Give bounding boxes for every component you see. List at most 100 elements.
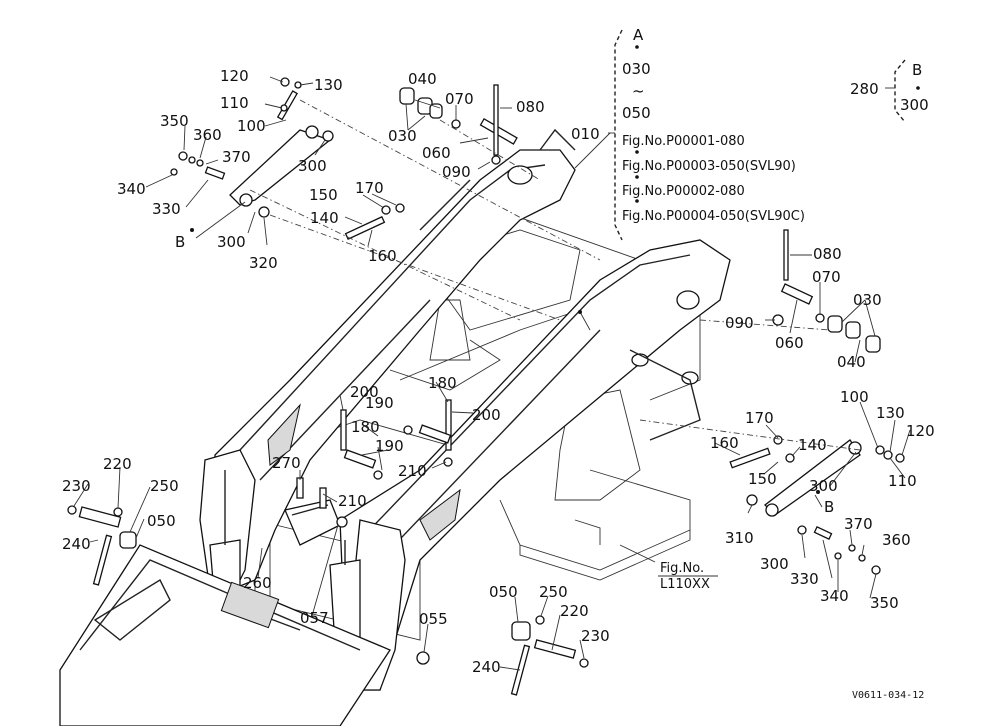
callout: 370 — [844, 515, 873, 533]
callout: 130 — [314, 76, 343, 94]
drawing-code: V0611-034-12 — [852, 690, 924, 701]
callout: 090 — [442, 163, 471, 181]
b-marker-dot-left — [190, 228, 194, 232]
callout: 057 — [300, 609, 329, 627]
callout: 190 — [365, 394, 394, 412]
callout: 160 — [710, 434, 739, 452]
callout: 050 — [147, 512, 176, 530]
hardware-center — [336, 399, 453, 528]
callout: 100 — [237, 117, 266, 135]
callout: 340 — [820, 587, 849, 605]
legend-a-range-sep: ~ — [632, 82, 645, 100]
callout: 200 — [350, 383, 379, 401]
callout: 130 — [876, 404, 905, 422]
legend-b-value: 300 — [900, 96, 929, 114]
callout: 110 — [888, 472, 917, 490]
callout: 180 — [428, 374, 457, 392]
callout: 055 — [419, 610, 448, 628]
b-marker-dot-right — [816, 490, 820, 494]
callout: 240 — [62, 535, 91, 553]
callout: 350 — [160, 112, 189, 130]
callout: 250 — [539, 583, 568, 601]
callout: 080 — [813, 245, 842, 263]
callout: 230 — [581, 627, 610, 645]
callout: 260 — [243, 574, 272, 592]
callout: 120 — [220, 67, 249, 85]
callout: 330 — [790, 570, 819, 588]
fig-ref: Fig.No. L110XX — [658, 561, 718, 592]
legend-b: 280 B 300 — [850, 61, 929, 114]
callout: 200 — [472, 406, 501, 424]
callout: 340 — [117, 180, 146, 198]
callout: 360 — [193, 126, 222, 144]
legend-a-range-start: 030 — [622, 60, 651, 78]
callout: 270 — [272, 454, 301, 472]
legend-a-bracket — [608, 29, 639, 241]
legend-a-range-end: 050 — [622, 104, 651, 122]
callout: 040 — [408, 70, 437, 88]
leader-lines — [73, 76, 911, 671]
callout: 210 — [338, 492, 367, 510]
callout: 170 — [355, 179, 384, 197]
callout: 320 — [249, 254, 278, 272]
callout: 010 — [571, 125, 600, 143]
hardware-right — [639, 229, 905, 575]
callout: 060 — [775, 334, 804, 352]
callout: 250 — [150, 477, 179, 495]
callout: 180 — [351, 418, 380, 436]
fig-ref-line1: Fig.No. — [660, 561, 704, 576]
callout: 310 — [725, 529, 754, 547]
callout: 230 — [62, 477, 91, 495]
callout: 080 — [516, 98, 545, 116]
callout: 050 — [489, 583, 518, 601]
legend-a: A 030 ~ 050 Fig.No.P00001-080 Fig.No.P00… — [622, 26, 805, 224]
callout: B — [824, 498, 834, 516]
callout: 140 — [310, 209, 339, 227]
callout: 240 — [472, 658, 501, 676]
callout: 030 — [388, 127, 417, 145]
legend-b-title: B — [912, 61, 922, 79]
callout: 070 — [445, 90, 474, 108]
fig-ref-line2: L110XX — [660, 577, 710, 592]
callout: 190 — [375, 437, 404, 455]
callout: 100 — [840, 388, 869, 406]
callout: 090 — [725, 314, 754, 332]
callout: 370 — [222, 148, 251, 166]
hardware-top-center — [399, 84, 541, 181]
callout: 300 — [298, 157, 327, 175]
callout: 220 — [560, 602, 589, 620]
callout: 110 — [220, 94, 249, 112]
callout-labels: 120 130 110 100 350 360 370 300 340 330 … — [62, 67, 935, 676]
hardware-lower-left — [67, 505, 137, 586]
callout: 360 — [882, 531, 911, 549]
legend-b-bracket — [885, 59, 920, 123]
callout: B — [175, 233, 185, 251]
callout: 170 — [745, 409, 774, 427]
callout: 220 — [103, 455, 132, 473]
legend-b-item: 280 — [850, 80, 879, 98]
legend-a-figure: Fig.No.P00004-050(SVL90C) — [622, 209, 805, 224]
callout: 300 — [809, 477, 838, 495]
legend-a-figure: Fig.No.P00001-080 — [622, 134, 745, 149]
hardware-top-left — [170, 77, 601, 321]
callout: 140 — [798, 436, 827, 454]
callout: 300 — [217, 233, 246, 251]
callout: 210 — [398, 462, 427, 480]
callout: 030 — [853, 291, 882, 309]
bucket — [59, 544, 391, 726]
callout: 330 — [152, 200, 181, 218]
callout: 150 — [309, 186, 338, 204]
legend-a-figure: Fig.No.P00003-050(SVL90) — [622, 159, 796, 174]
callout: 350 — [870, 594, 899, 612]
legend-a-title: A — [633, 26, 644, 44]
a-marker-dot — [578, 310, 582, 314]
callout: 070 — [812, 268, 841, 286]
callout: 120 — [906, 422, 935, 440]
legend-a-figure: Fig.No.P00002-080 — [622, 184, 745, 199]
callout: 060 — [422, 144, 451, 162]
callout: 300 — [760, 555, 789, 573]
callout: 160 — [368, 247, 397, 265]
callout: 040 — [837, 353, 866, 371]
